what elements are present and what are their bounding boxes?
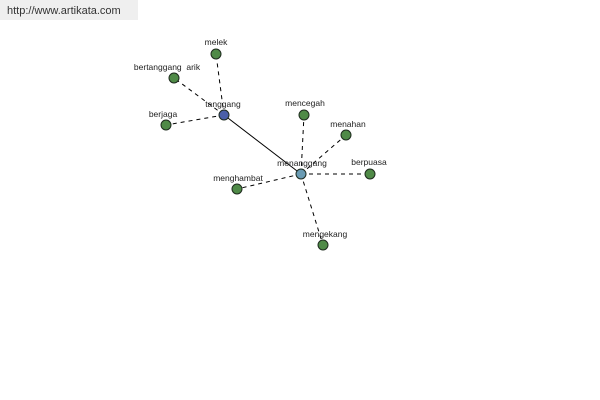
- node-label-melek[interactable]: melek: [205, 37, 228, 47]
- node-melek[interactable]: [210, 48, 222, 60]
- label-layer: tanggang menanggang melek bertanggang arik b…: [134, 37, 387, 239]
- edge-tanggang-berjaga: [165, 114, 225, 126]
- node-berjaga[interactable]: [160, 119, 172, 131]
- node-tanggang[interactable]: [218, 109, 230, 121]
- node-label-berpuasa[interactable]: berpuasa: [351, 157, 387, 167]
- node-label-tanggang[interactable]: tanggang: [205, 99, 241, 109]
- node-mencegah[interactable]: [298, 109, 310, 121]
- node-label-bertanggang-arik[interactable]: bertanggang arik: [134, 62, 201, 72]
- edge-tanggang-bertanggang-arik: [173, 77, 225, 116]
- edge-layer: [165, 53, 370, 246]
- edge-menanggang-menahan: [300, 134, 347, 175]
- edge-menanggang-menghambat: [236, 173, 302, 190]
- node-menanggang[interactable]: [295, 168, 307, 180]
- edge-menanggang-mencegah: [300, 114, 305, 175]
- node-label-menanggang[interactable]: menanggang: [277, 158, 327, 168]
- node-berpuasa[interactable]: [364, 168, 376, 180]
- node-label-mengekang[interactable]: mengekang: [303, 229, 348, 239]
- node-mengekang[interactable]: [317, 239, 329, 251]
- node-menahan[interactable]: [340, 129, 352, 141]
- node-layer: [160, 48, 376, 251]
- edge-tanggang-menanggang: [223, 114, 302, 175]
- node-bertanggang-arik[interactable]: [168, 72, 180, 84]
- node-label-mencegah[interactable]: mencegah: [285, 98, 325, 108]
- node-menghambat[interactable]: [231, 183, 243, 195]
- url-banner: http://www.artikata.com: [0, 0, 138, 20]
- edge-tanggang-melek: [215, 53, 225, 116]
- node-label-menahan[interactable]: menahan: [330, 119, 366, 129]
- node-label-berjaga[interactable]: berjaga: [149, 109, 178, 119]
- node-label-menghambat[interactable]: menghambat: [213, 173, 263, 183]
- url-link[interactable]: http://www.artikata.com: [7, 5, 121, 17]
